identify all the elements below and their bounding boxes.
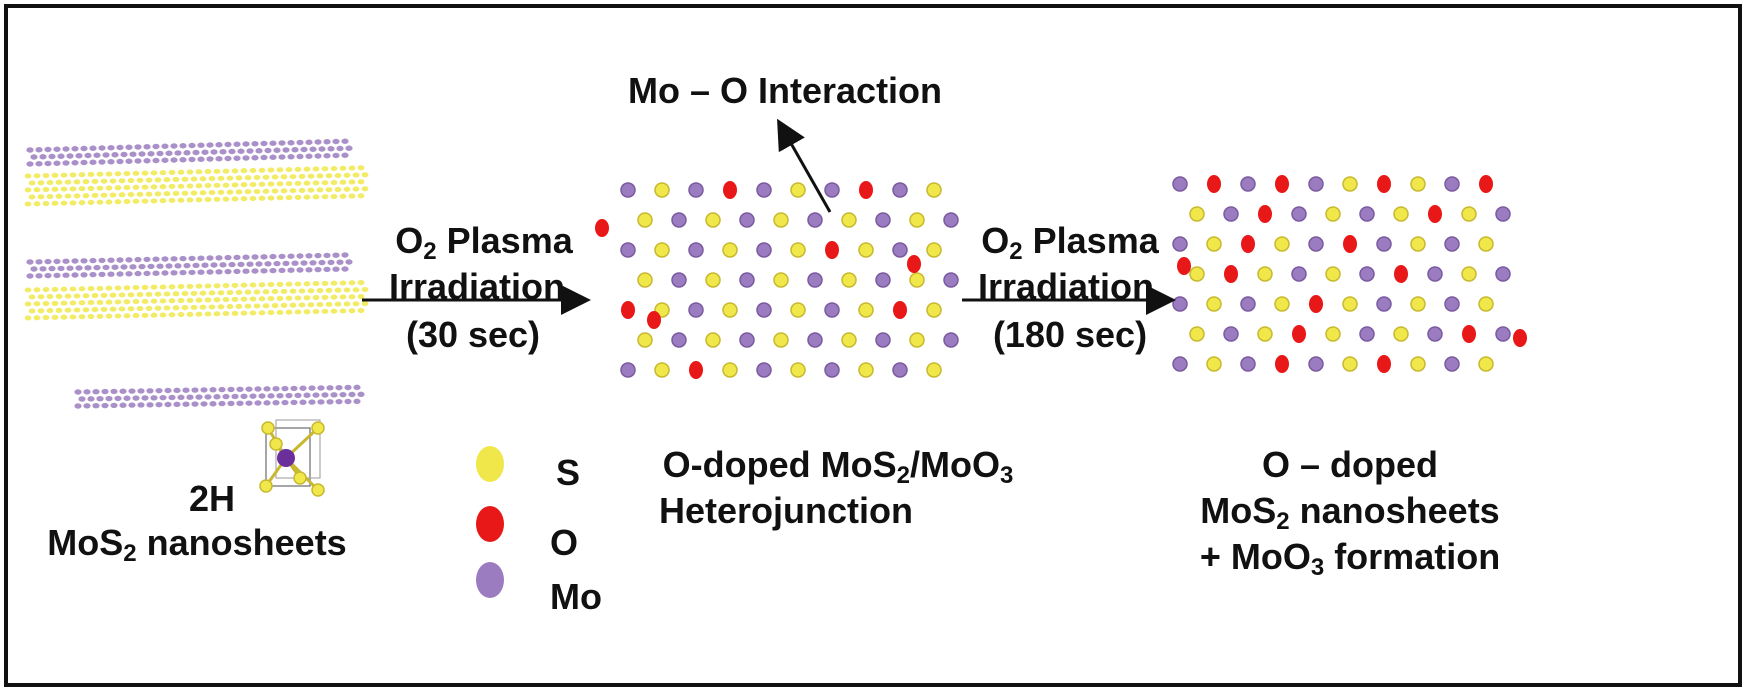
unit-cell-icon	[259, 419, 325, 497]
product-title-line2: MoS2 nanosheets	[1200, 490, 1500, 535]
o-doped-mos2-lattice	[1172, 175, 1527, 373]
legend-swatch-mo	[476, 562, 504, 598]
heterojunction-title-line2: Heterojunction	[658, 490, 914, 531]
product-title-line3: + MoO3 formation	[1199, 536, 1501, 581]
legend-swatch-s	[476, 446, 504, 482]
legend-label-o: O	[550, 522, 579, 563]
mo-o-pointer-arrow	[777, 118, 832, 213]
legend-swatches	[476, 446, 504, 598]
product-title-line1: O – doped	[1261, 444, 1439, 485]
step2-process-label: Irradiation	[977, 266, 1155, 307]
legend-label-mo: Mo	[550, 576, 602, 617]
step1-gas-label: O2 Plasma	[395, 220, 573, 265]
step1-time-label: (30 sec)	[405, 314, 541, 355]
mo-o-interaction-label: Mo – O Interaction	[628, 70, 943, 111]
step2-gas-label: O2 Plasma	[981, 220, 1159, 265]
figure-frame	[4, 4, 1742, 687]
mos2-nanosheets-label: MoS2 nanosheets	[47, 522, 347, 567]
layered-mos2-stack	[24, 138, 369, 409]
phase-label: 2H	[188, 478, 236, 519]
step2-time-label: (180 sec)	[992, 314, 1148, 355]
legend-swatch-o	[476, 506, 504, 542]
o-doped-heterojunction-lattice	[595, 181, 959, 379]
step1-process-label: Irradiation	[388, 266, 566, 307]
heterojunction-title-line1: O-doped MoS2/MoO3	[662, 444, 1014, 489]
legend-label-s: S	[556, 452, 581, 493]
